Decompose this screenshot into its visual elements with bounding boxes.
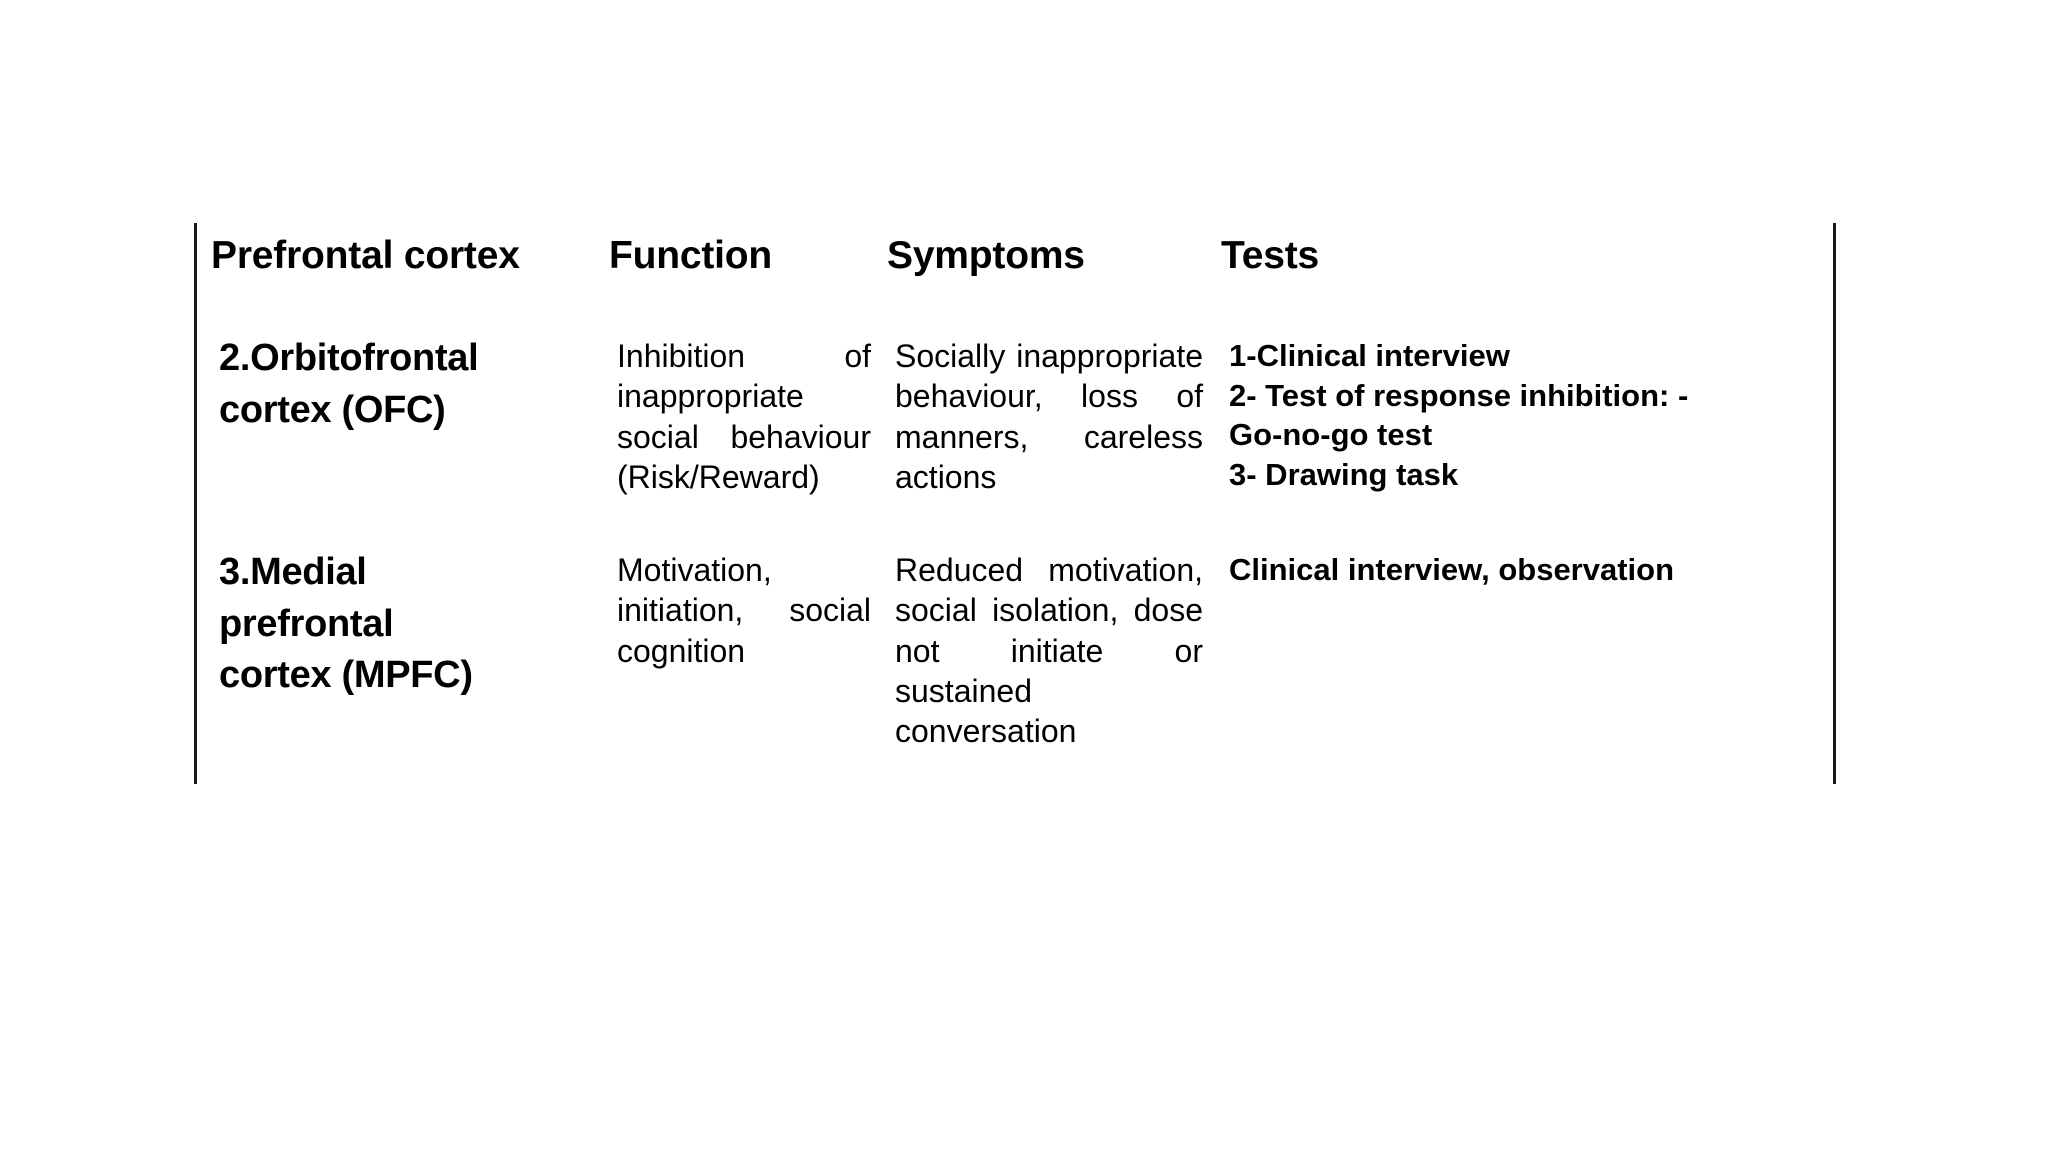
cell-symptoms-ofc: Socially inappropriate behaviour, loss o… [873, 327, 1207, 541]
cell-tests-ofc: 1-Clinical interview 2- Test of response… [1207, 327, 1836, 541]
header-label-region: Prefrontal cortex [211, 234, 520, 277]
symptoms-text-ofc: Socially inappropriate behaviour, loss o… [895, 338, 1203, 495]
region-name-mpfc-line3: cortex (MPFC) [219, 654, 473, 697]
cell-function-mpfc: Motivation, initiation, social cognition [595, 541, 873, 784]
list-item: Go-no-go test [1229, 417, 1433, 453]
header-label-function: Function [609, 234, 773, 277]
symptoms-text-mpfc: Reduced motivation, social isolation, do… [895, 552, 1203, 750]
list-item: 3- Drawing task [1229, 457, 1459, 493]
prefrontal-cortex-table: Prefrontal cortex Function Symptoms Test… [194, 223, 1836, 784]
region-name-mpfc-line1: 3.Medial [219, 551, 367, 593]
cell-tests-mpfc: Clinical interview, observation [1207, 541, 1836, 784]
tests-text-mpfc: Clinical interview, observation [1229, 552, 1675, 587]
tests-list-ofc: 1-Clinical interview 2- Test of response… [1215, 327, 1841, 501]
region-name-ofc-line1: 2.Orbitofrontal [219, 337, 479, 379]
cell-function-ofc: Inhibition of inappropriate social behav… [595, 327, 873, 541]
table-row: 2.Orbitofrontal cortex (OFC) Inhibition … [194, 327, 1836, 541]
header-label-symptoms: Symptoms [887, 234, 1085, 277]
header-cell-function: Function [595, 223, 873, 327]
header-cell-tests: Tests [1207, 223, 1836, 327]
region-name-ofc: 2.Orbitofrontal cortex (OFC) [205, 327, 603, 440]
cell-symptoms-mpfc: Reduced motivation, social isolation, do… [873, 541, 1207, 784]
list-item: 1-Clinical interview [1229, 338, 1510, 373]
header-cell-region: Prefrontal cortex [194, 223, 595, 327]
table-row: 3.Medial prefrontal cortex (MPFC) Motiva… [194, 541, 1836, 784]
cell-region-mpfc: 3.Medial prefrontal cortex (MPFC) [194, 541, 595, 784]
region-name-mpfc-line2: prefrontal [219, 602, 394, 645]
region-name-ofc-line2: cortex (OFC) [219, 388, 446, 431]
list-item: 2- Test of response inhibition: - [1229, 377, 1689, 413]
header-cell-symptoms: Symptoms [873, 223, 1207, 327]
header-label-tests: Tests [1221, 234, 1319, 277]
function-text-mpfc: Motivation, initiation, social cognition [617, 552, 871, 669]
region-name-mpfc: 3.Medial prefrontal cortex (MPFC) [205, 541, 603, 706]
function-text-ofc: Inhibition of inappropriate social behav… [617, 338, 871, 495]
cell-region-ofc: 2.Orbitofrontal cortex (OFC) [194, 327, 595, 541]
table-header-row: Prefrontal cortex Function Symptoms Test… [194, 223, 1836, 327]
prefrontal-cortex-table-wrapper: Prefrontal cortex Function Symptoms Test… [194, 223, 1836, 784]
